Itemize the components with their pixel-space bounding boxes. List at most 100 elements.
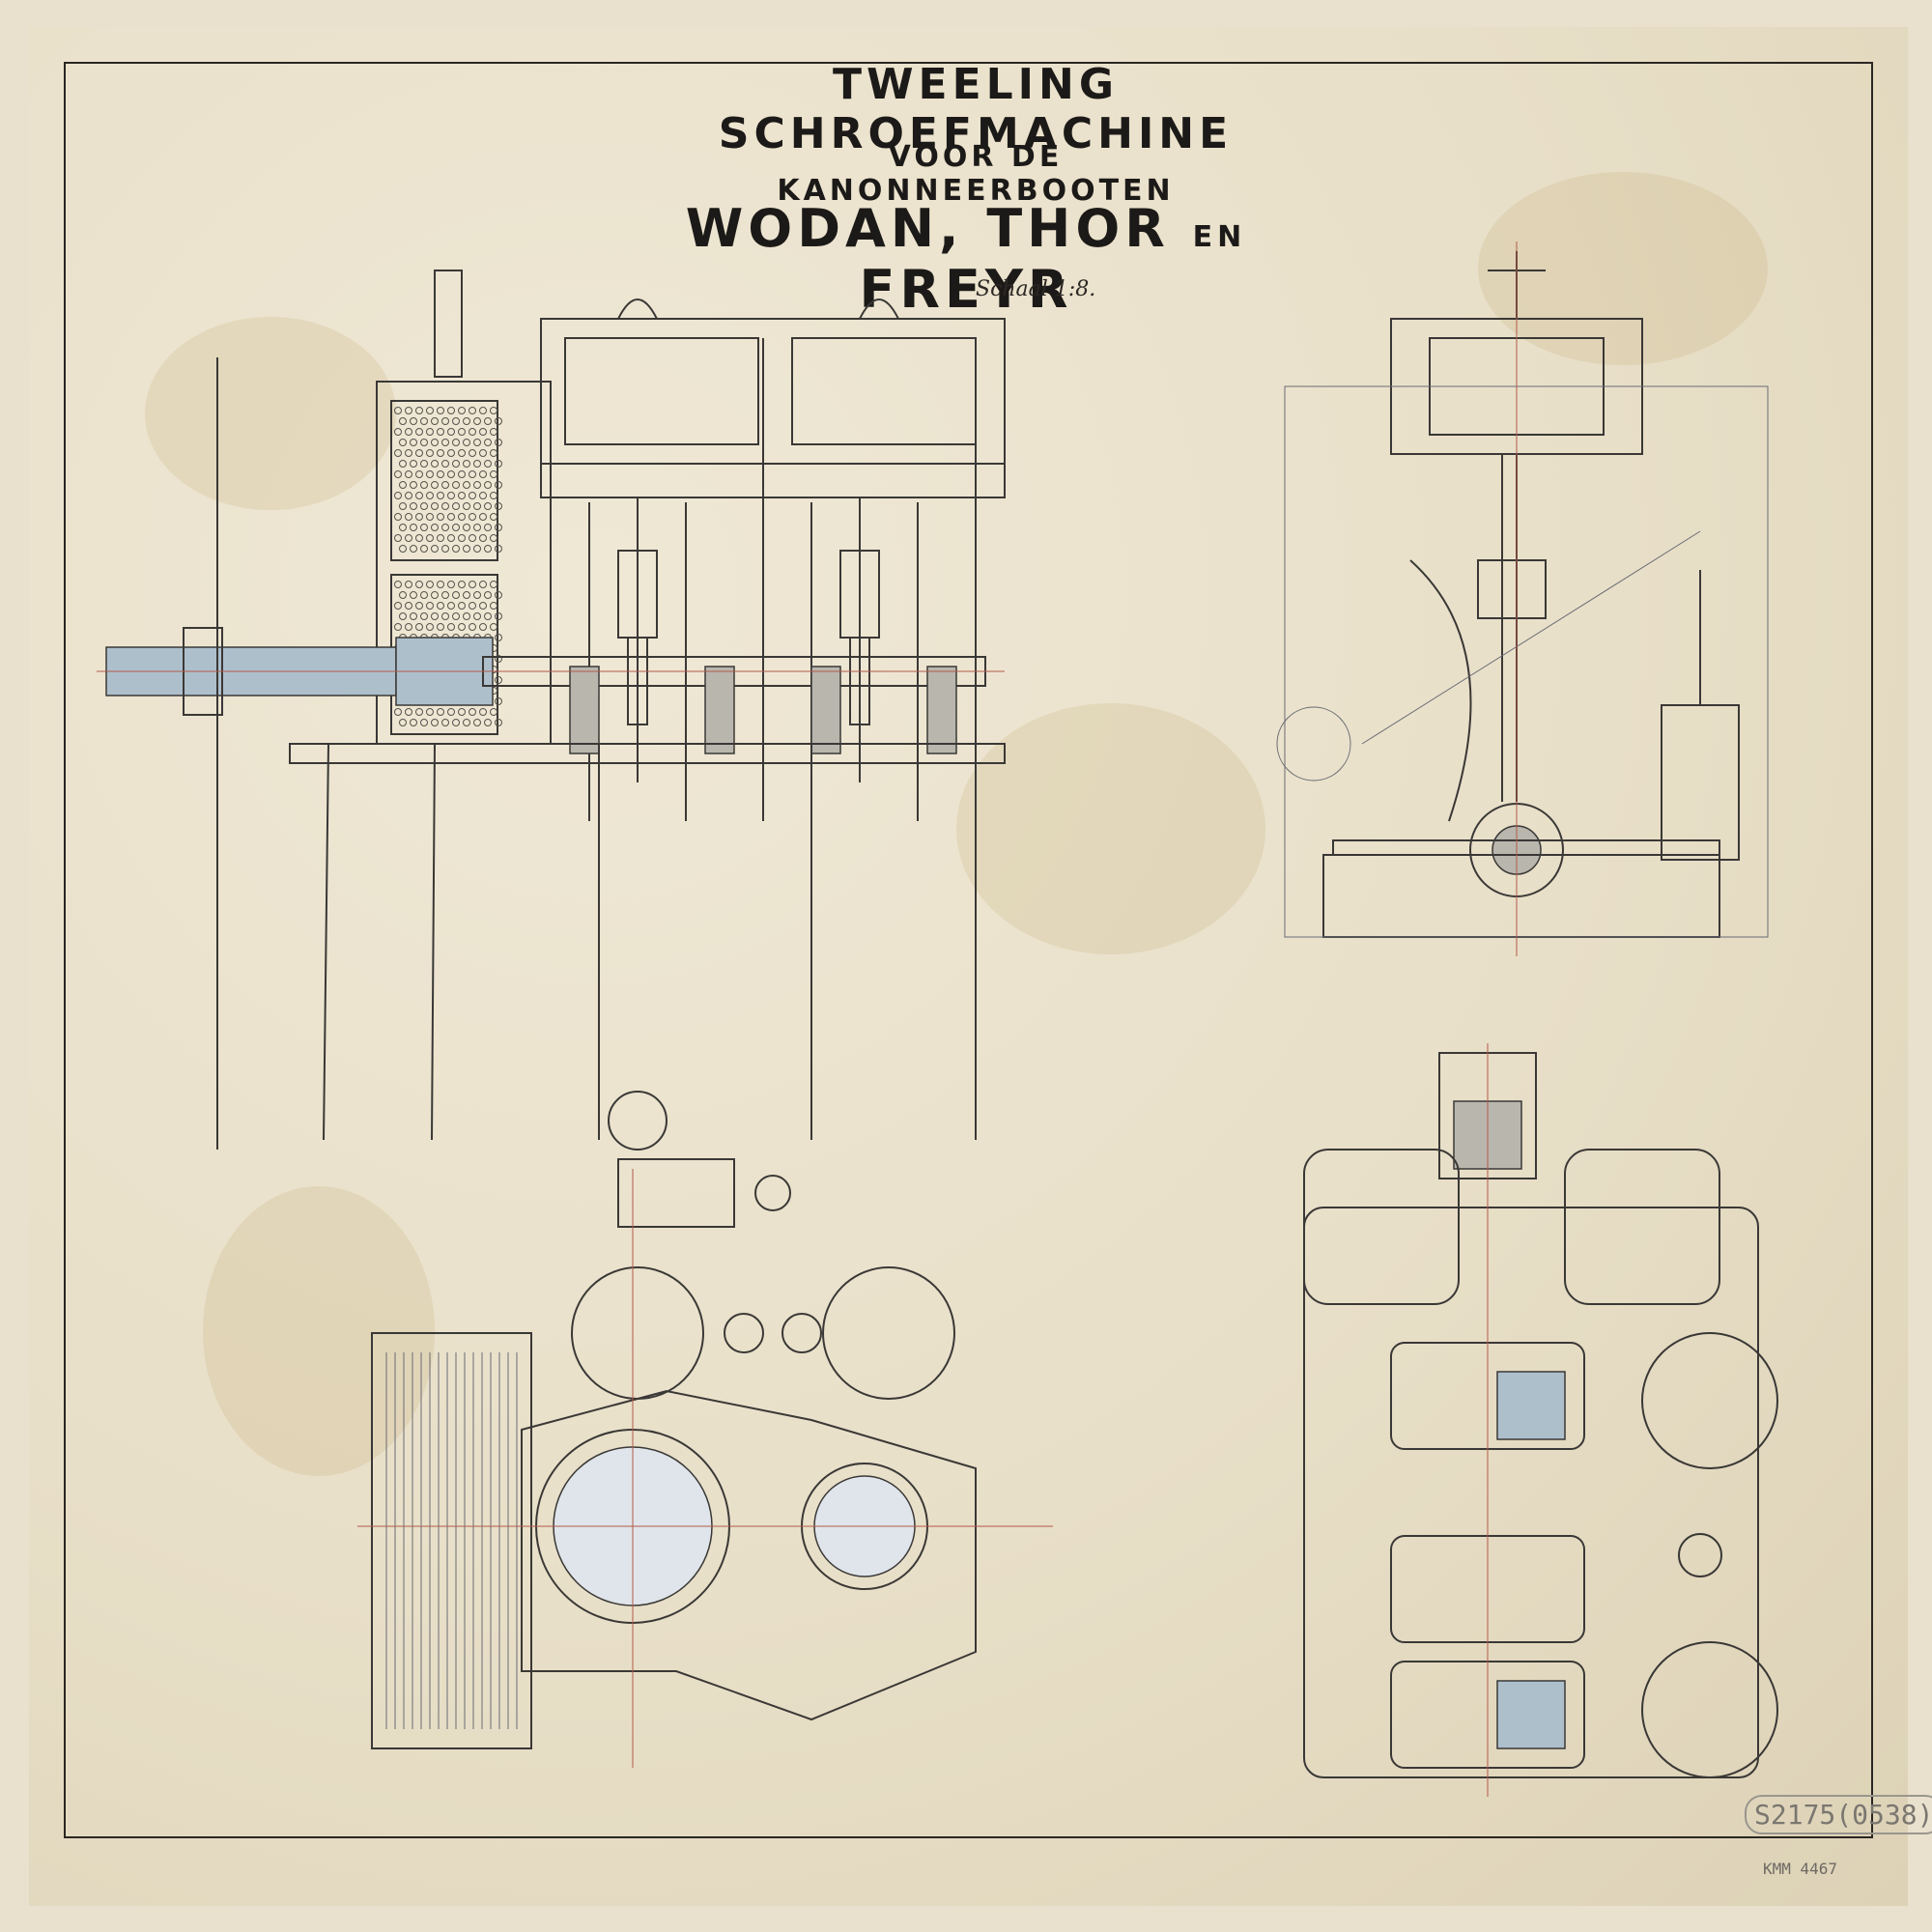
condenser-tube <box>394 428 402 436</box>
connecting-rod-end <box>1361 454 1701 822</box>
condenser-tube <box>420 460 428 468</box>
condenser-tube <box>479 513 487 521</box>
condenser-tube <box>473 439 481 446</box>
condenser-tube <box>437 492 444 499</box>
cylinder-plan <box>571 1266 955 1400</box>
condenser-tube <box>452 545 460 553</box>
condenser-tube <box>405 623 412 631</box>
condenser-tube <box>458 449 466 457</box>
condenser-tube <box>399 719 407 726</box>
condenser-tube <box>426 470 434 478</box>
condenser-tube <box>490 623 497 631</box>
condenser-tube <box>437 602 444 610</box>
drawing-subtitle: VOOR DE KANONNEERBOOTEN <box>777 140 1175 208</box>
side-elevation-view <box>97 270 1006 1150</box>
condenser-tube <box>415 407 423 414</box>
condenser-tube <box>441 545 449 553</box>
condenser-tube <box>405 708 412 716</box>
condenser-tube <box>473 502 481 510</box>
condenser-tube <box>473 545 481 553</box>
paper-stain <box>1478 172 1768 365</box>
condenser-tube <box>426 449 434 457</box>
condenser-tube <box>394 470 402 478</box>
condenser-tube <box>426 602 434 610</box>
condenser-tube <box>405 492 412 499</box>
condenser-tube <box>495 676 502 684</box>
condenser-tube <box>399 502 407 510</box>
cylinder-outlines <box>1303 1149 1759 1778</box>
condenser-tube <box>495 524 502 531</box>
condenser-tube <box>495 719 502 726</box>
condenser-tube <box>405 428 412 436</box>
condenser-tube <box>490 708 497 716</box>
condenser-tube <box>410 545 417 553</box>
condenser-tube <box>394 407 402 414</box>
condenser-tube <box>469 407 476 414</box>
condenser-tube <box>463 719 470 726</box>
condenser-tube <box>479 602 487 610</box>
condenser-tube <box>458 708 466 716</box>
condenser-tube <box>415 428 423 436</box>
condenser-tube <box>420 524 428 531</box>
condenser-tube <box>490 602 497 610</box>
side-pump <box>1661 570 1740 861</box>
condenser-tube <box>490 492 497 499</box>
condenser-tube <box>479 470 487 478</box>
condenser-tube <box>447 470 455 478</box>
condenser-tube <box>495 697 502 705</box>
condenser-tube <box>452 719 460 726</box>
condenser-tube <box>426 708 434 716</box>
condenser-tube <box>426 623 434 631</box>
crankshaft <box>105 627 986 754</box>
condenser-tube <box>469 581 476 588</box>
condenser-tube <box>394 623 402 631</box>
condenser-tube <box>441 524 449 531</box>
condenser-tube <box>426 581 434 588</box>
condenser-tube <box>452 591 460 599</box>
condenser-tube <box>452 417 460 425</box>
condenser-tube <box>469 708 476 716</box>
condenser-plan <box>371 1332 532 1749</box>
condenser-tube <box>458 470 466 478</box>
frame-legs <box>216 357 977 1150</box>
condenser-tube <box>469 602 476 610</box>
condenser-tube <box>415 470 423 478</box>
condenser-tube <box>484 502 492 510</box>
condenser-tube <box>420 591 428 599</box>
vessel-names-conjunction: EN <box>1192 220 1247 254</box>
catalog-number: S2175(0538) <box>1745 1795 1932 1834</box>
condenser-tube <box>431 545 439 553</box>
condenser-tube <box>394 492 402 499</box>
condenser-tube <box>405 513 412 521</box>
condenser-tube <box>420 481 428 489</box>
end-elevation-view <box>1276 242 1769 956</box>
condenser-tube <box>452 524 460 531</box>
condenser-tube <box>410 417 417 425</box>
condenser-tube <box>426 492 434 499</box>
condenser-tube <box>394 708 402 716</box>
condenser-tube <box>469 449 476 457</box>
condenser-tube <box>394 581 402 588</box>
drawing-border <box>64 62 1873 1838</box>
condenser-tube <box>410 439 417 446</box>
condenser-tube <box>405 407 412 414</box>
condenser-tube <box>484 460 492 468</box>
condenser-tube <box>415 513 423 521</box>
condenser-tube <box>479 449 487 457</box>
condenser-tube <box>437 708 444 716</box>
condenser-tube <box>437 623 444 631</box>
condenser-tube <box>458 513 466 521</box>
condenser-tube <box>484 612 492 620</box>
condenser-tube <box>420 612 428 620</box>
condenser-tube <box>458 428 466 436</box>
condenser-tube <box>399 612 407 620</box>
crank-casing <box>1322 803 1720 938</box>
condenser-tube <box>399 460 407 468</box>
condenser-tube <box>431 591 439 599</box>
condenser-tube <box>441 439 449 446</box>
condenser-tube <box>410 524 417 531</box>
condenser-tube <box>490 470 497 478</box>
condenser-tube <box>431 612 439 620</box>
condenser-tube <box>437 470 444 478</box>
condenser-tube <box>431 524 439 531</box>
